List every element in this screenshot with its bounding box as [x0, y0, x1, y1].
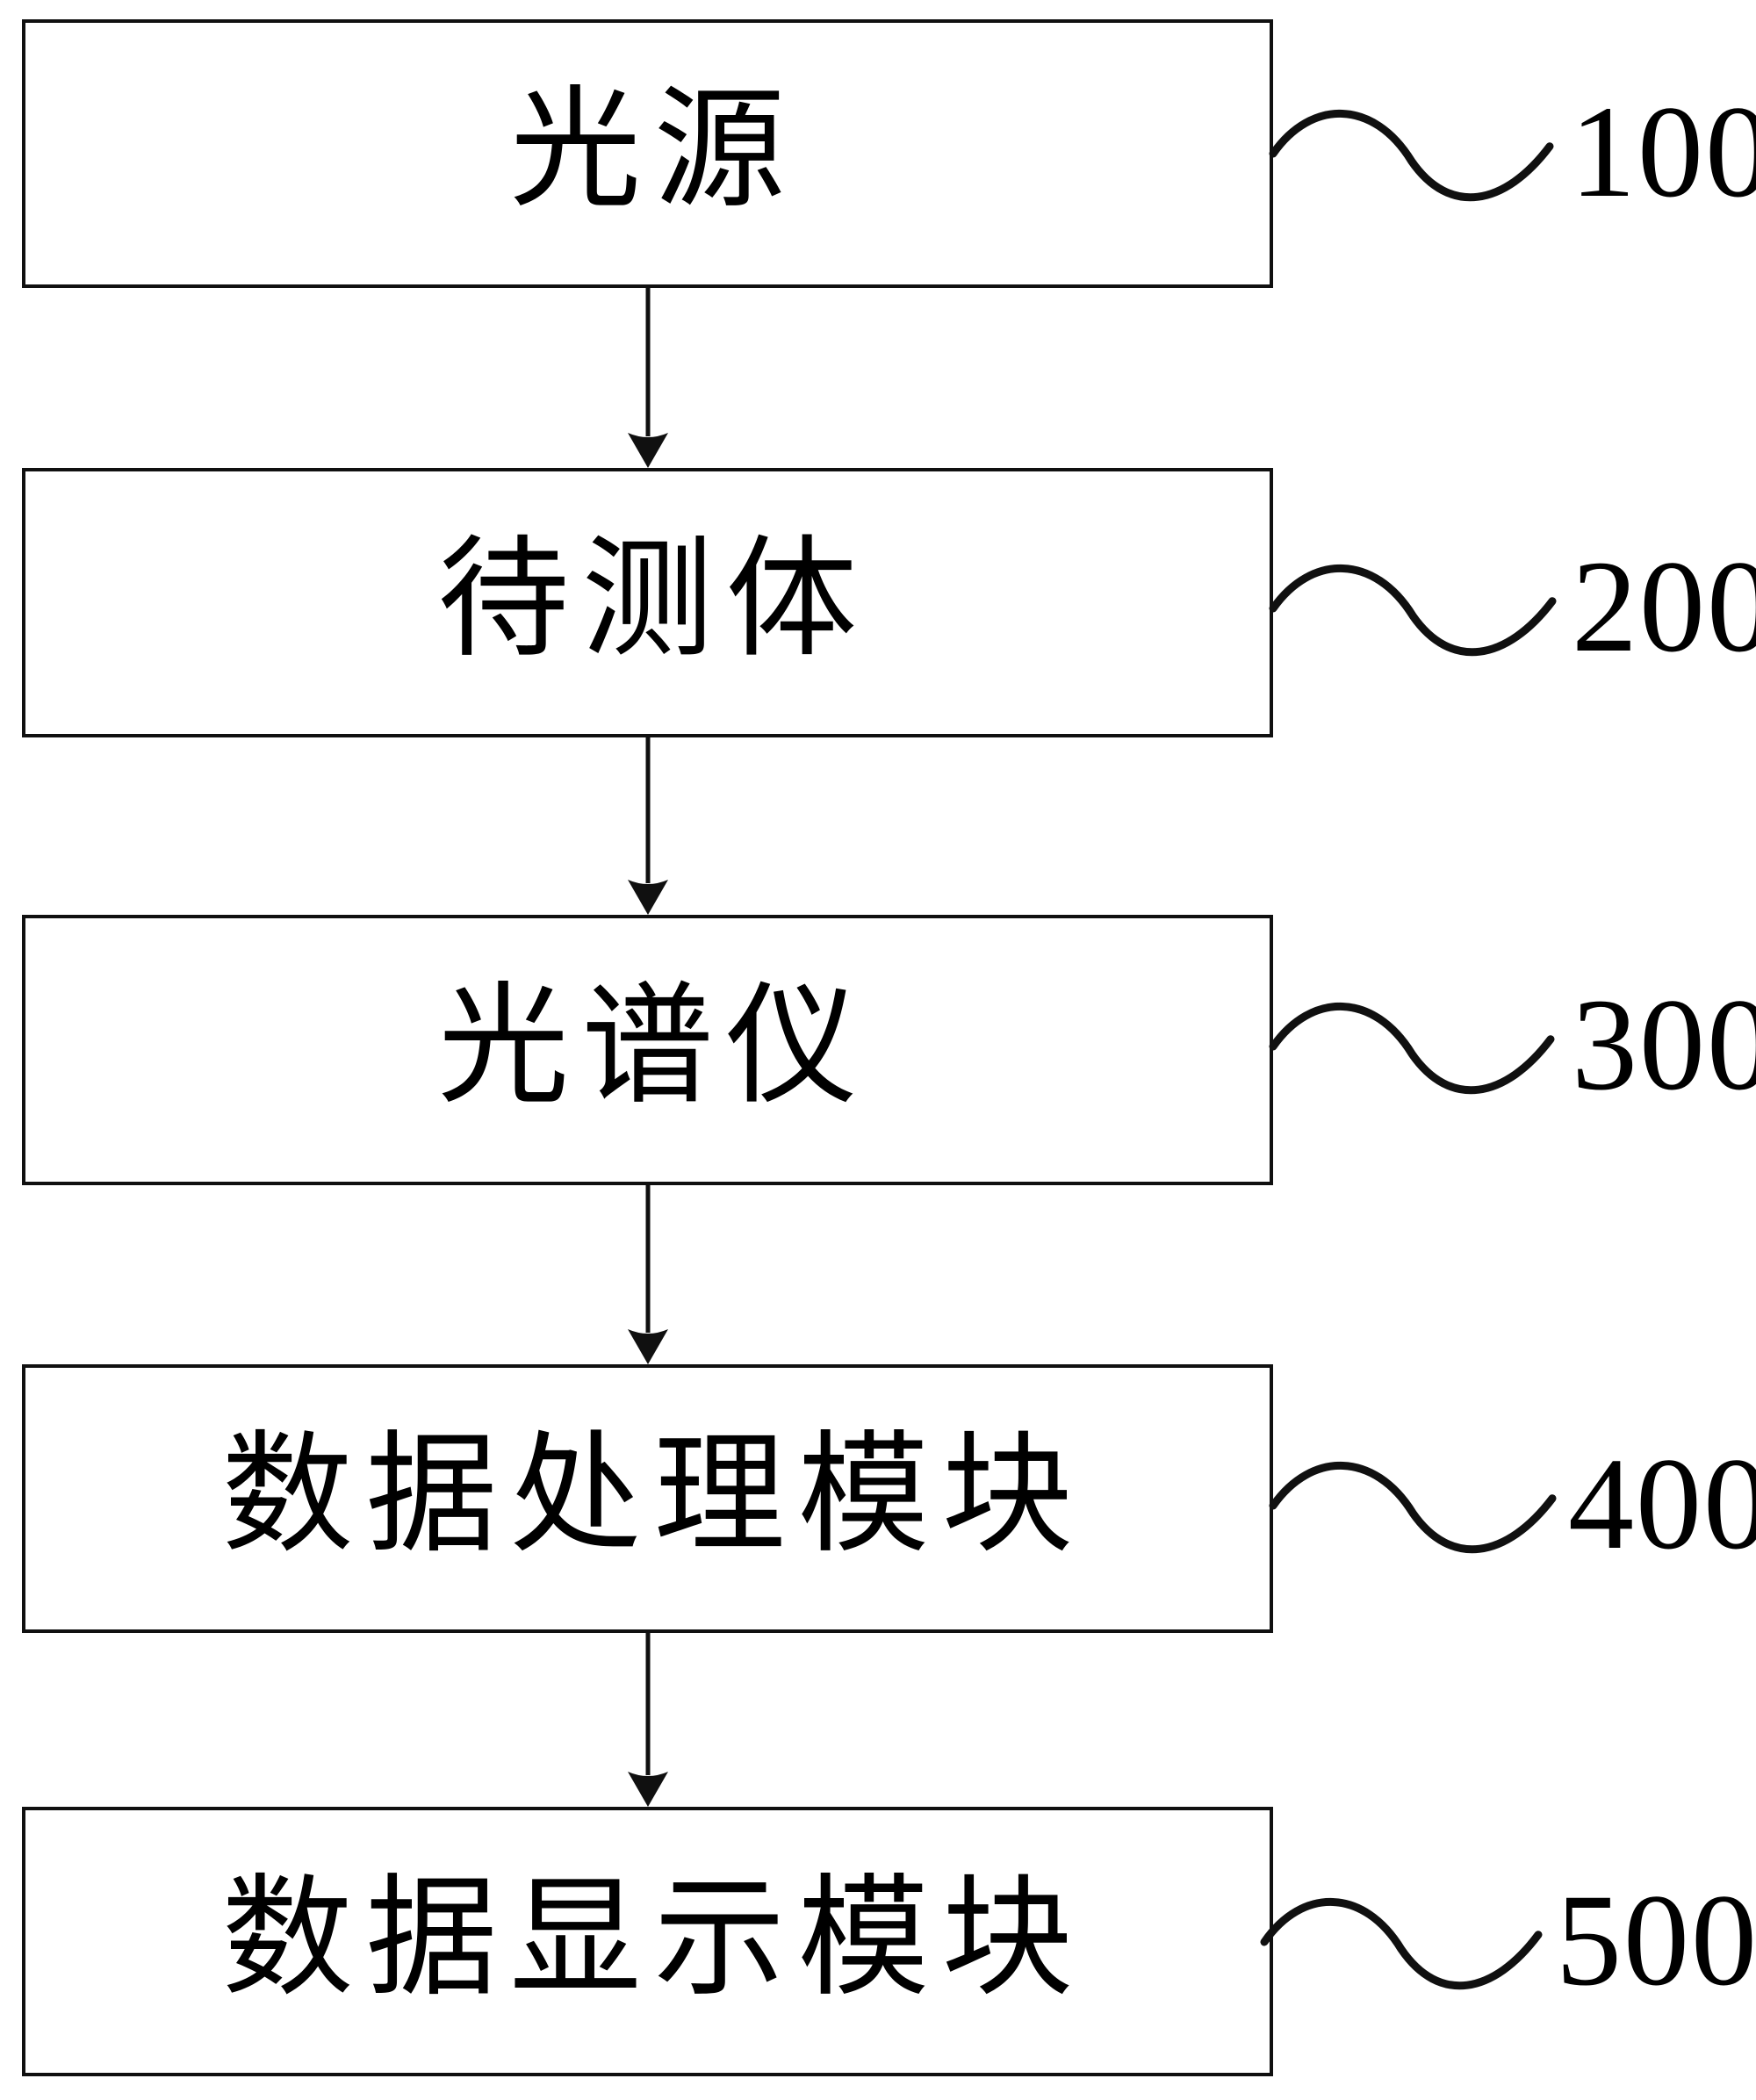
flow-node-label: 光谱仪 [437, 970, 870, 1123]
flow-node-sample-under-test[interactable]: 待测体 [22, 468, 1273, 737]
flow-node-data-display-module[interactable]: 数据显示模块 [22, 1807, 1273, 2076]
reference-numeral: 100 [1570, 79, 1756, 225]
flow-node-light-source[interactable]: 光源 [22, 19, 1273, 288]
flow-node-label: 光源 [509, 74, 798, 227]
flow-node-spectrometer[interactable]: 光谱仪 [22, 915, 1273, 1185]
flow-node-label: 数据处理模块 [221, 1419, 1086, 1571]
reference-numeral: 500 [1556, 1867, 1756, 2013]
reference-numeral: 200 [1572, 534, 1756, 680]
flow-node-label: 数据显示模块 [221, 1861, 1086, 2015]
reference-numeral: 400 [1568, 1431, 1756, 1577]
reference-numeral: 300 [1572, 972, 1756, 1118]
flow-node-data-processing-module[interactable]: 数据处理模块 [22, 1364, 1273, 1633]
flow-node-label: 待测体 [437, 522, 870, 676]
